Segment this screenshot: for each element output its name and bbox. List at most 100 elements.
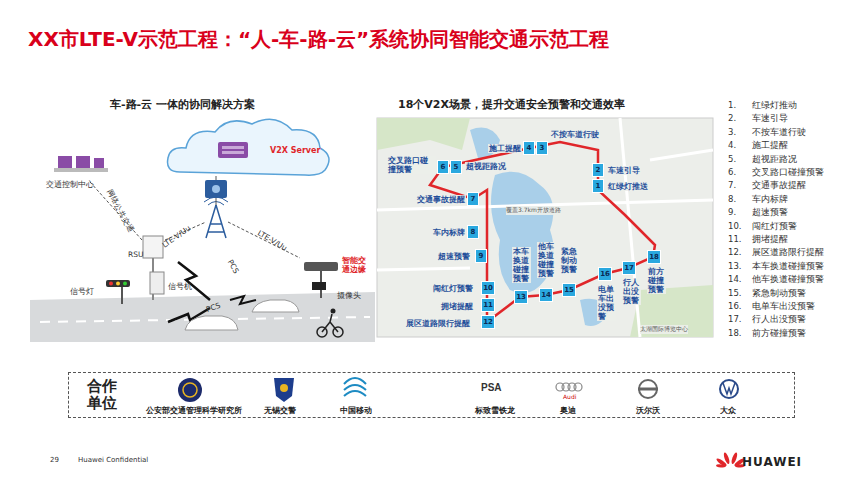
scenario-number-box: 9 bbox=[475, 249, 487, 263]
list-item: 展区道路限行提醒 bbox=[752, 247, 824, 259]
callout-number: 10 bbox=[482, 282, 494, 294]
list-number: 15. bbox=[728, 288, 742, 298]
scenario-number-box: 17 bbox=[622, 261, 636, 275]
map-label: 闯红灯预警 bbox=[432, 284, 474, 293]
map-label: 展区道路限行提醒 bbox=[405, 319, 471, 328]
list-item: 超视距路况 bbox=[752, 154, 797, 166]
list-number: 8. bbox=[728, 194, 736, 204]
callout-number: 18 bbox=[648, 251, 660, 263]
map-label: 电单车出没预警 bbox=[597, 285, 616, 321]
footer-text: Huawei Confidential bbox=[78, 456, 148, 464]
list-item: 拥堵提醒 bbox=[752, 234, 788, 246]
list-item: 施工提醒 bbox=[752, 140, 788, 152]
callout-number: 11 bbox=[482, 299, 494, 311]
list-number: 7. bbox=[728, 180, 736, 190]
device-label: 信号机 bbox=[168, 282, 192, 292]
scenario-number-box: 13 bbox=[514, 290, 528, 304]
list-item: 本车换道碰撞预警 bbox=[752, 261, 824, 273]
scenario-number-box: 3 bbox=[536, 141, 548, 155]
list-number: 16. bbox=[728, 301, 742, 311]
partner-name: 公安部交通管理科学研究所 bbox=[146, 405, 242, 416]
scenario-number-box: 14 bbox=[539, 288, 553, 302]
scenario-number-box: 18 bbox=[647, 250, 661, 264]
scenario-number-box: 5 bbox=[450, 160, 462, 174]
partner-name: 无锡交警 bbox=[264, 405, 296, 416]
map-label: 本车换道碰撞预警 bbox=[512, 247, 531, 283]
scenario-number-box: 16 bbox=[598, 267, 612, 281]
footer-text: HUAWEI bbox=[742, 455, 802, 469]
list-number: 3. bbox=[728, 127, 736, 137]
list-number: 14. bbox=[728, 274, 742, 284]
scenario-number-box: 7 bbox=[467, 192, 479, 206]
callout-number: 17 bbox=[623, 262, 635, 274]
list-number: 17. bbox=[728, 314, 742, 324]
partner-name: 中国移动 bbox=[340, 405, 372, 416]
list-number: 12. bbox=[728, 247, 742, 257]
list-number: 18. bbox=[728, 328, 742, 338]
map-label: 车内标牌 bbox=[432, 228, 466, 237]
callout-number: 15 bbox=[563, 284, 575, 296]
partner-name: 大众 bbox=[720, 405, 736, 416]
list-number: 1. bbox=[728, 100, 736, 110]
callout-number: 14 bbox=[540, 289, 552, 301]
callout-number: 13 bbox=[515, 291, 527, 303]
map-label: 车速引导 bbox=[607, 166, 641, 175]
list-item: 前方碰撞预警 bbox=[752, 328, 806, 340]
panel-heading: 合作 单位 bbox=[87, 378, 119, 413]
scenario-number-box: 10 bbox=[481, 281, 495, 295]
footer-text: 29 bbox=[50, 456, 59, 464]
map-label: 行人出没预警 bbox=[622, 278, 641, 305]
list-item: 交叉路口碰撞预警 bbox=[752, 167, 824, 179]
partner-name: 沃尔沃 bbox=[636, 405, 660, 416]
map-label: 他车换道碰撞预警 bbox=[537, 242, 556, 278]
server-label: V2X Server bbox=[270, 146, 320, 155]
link-label: 网络公共交通 bbox=[104, 187, 135, 234]
scenario-number-box: 4 bbox=[523, 141, 535, 155]
partner-name: 标致雪铁龙 bbox=[475, 405, 515, 416]
link-label: LTE-V/Uu bbox=[256, 228, 289, 252]
map-label: 覆盖3.7km开放道路 bbox=[506, 206, 561, 215]
list-number: 5. bbox=[728, 154, 736, 164]
callout-number: 1 bbox=[593, 180, 603, 192]
list-item: 车速引导 bbox=[752, 113, 788, 125]
list-item: 超速预警 bbox=[752, 207, 788, 219]
link-label: LTE-V/Uu bbox=[160, 223, 192, 249]
callout-number: 2 bbox=[593, 164, 603, 176]
list-item: 红绿灯推动 bbox=[752, 100, 797, 112]
callout-number: 16 bbox=[599, 268, 611, 280]
callout-number: 8 bbox=[468, 226, 478, 238]
section-heading: 18个V2X场景，提升交通安全预警和交通效率 bbox=[398, 97, 625, 112]
list-number: 6. bbox=[728, 167, 736, 177]
scenario-number-box: 15 bbox=[562, 283, 576, 297]
list-item: 闯红灯预警 bbox=[752, 221, 797, 233]
map-label: 交通事故提醒 bbox=[416, 195, 466, 204]
list-item: 交通事故提醒 bbox=[752, 180, 806, 192]
list-item: 他车换道碰撞预警 bbox=[752, 274, 824, 286]
callout-number: 7 bbox=[468, 193, 478, 205]
device-label: 摄像头 bbox=[337, 291, 361, 301]
map-label: 紧急制动预警 bbox=[560, 247, 579, 274]
list-item: 车内标牌 bbox=[752, 194, 788, 206]
map-label: 前方碰撞预警 bbox=[647, 267, 666, 294]
callout-number: 5 bbox=[451, 161, 461, 173]
device-label: 信号灯 bbox=[70, 287, 94, 297]
scenario-number-box: 12 bbox=[481, 315, 495, 329]
partner-panel: 合作 单位 bbox=[68, 372, 795, 418]
list-item: 紧急制动预警 bbox=[752, 288, 806, 300]
device-label: 交通控制中心 bbox=[46, 180, 94, 190]
callout-number: 4 bbox=[524, 142, 534, 154]
map-label: 拥堵提醒 bbox=[440, 302, 474, 311]
callout-number: 3 bbox=[537, 142, 547, 154]
partner-name: PSA bbox=[481, 382, 502, 393]
scenario-number-box: 2 bbox=[592, 163, 604, 177]
list-number: 4. bbox=[728, 140, 736, 150]
section-heading: 车-路-云 一体的协同解决方案 bbox=[110, 97, 255, 112]
device-label: 智能交通边缘 bbox=[342, 256, 368, 274]
partner-name: Audi bbox=[563, 393, 576, 400]
map-label: 超视距路况 bbox=[465, 162, 507, 171]
list-number: 11. bbox=[728, 234, 742, 244]
map-label: 交叉路口碰撞预警 bbox=[387, 156, 436, 174]
list-number: 2. bbox=[728, 113, 736, 123]
slide-title: XX市LTE-V示范工程：“人-车-路-云”系统协同智能交通示范工程 bbox=[28, 26, 609, 53]
partner-name: 奥迪 bbox=[560, 405, 576, 416]
